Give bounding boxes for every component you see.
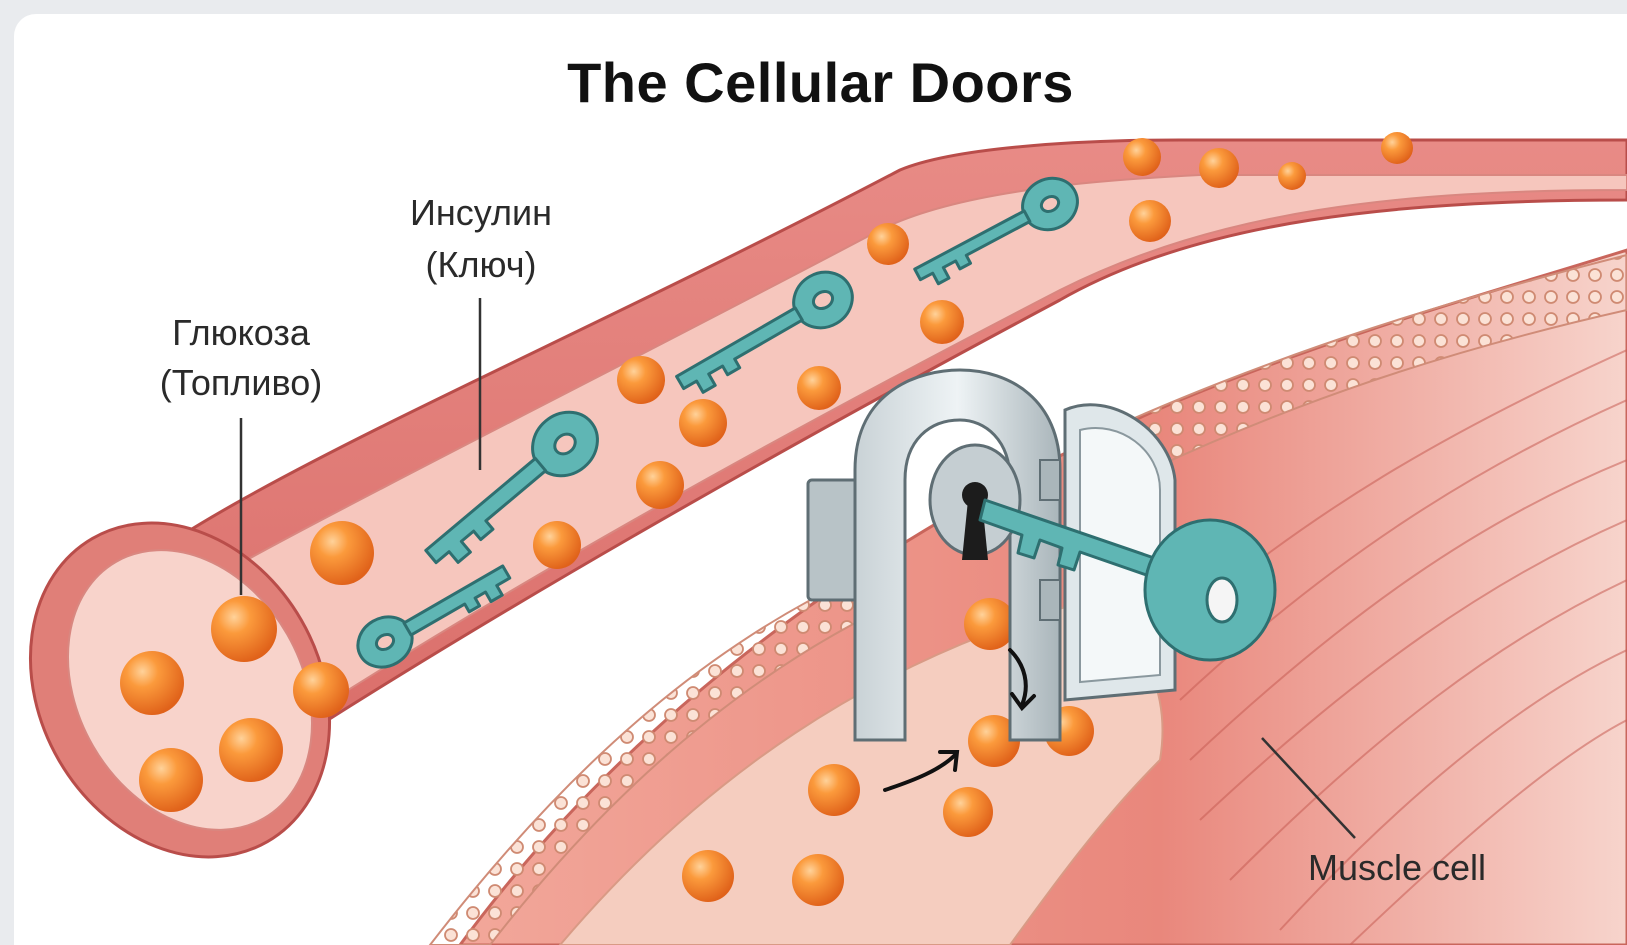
glucose-ball <box>120 651 184 715</box>
glucose-ball <box>1199 148 1239 188</box>
glucose-ball <box>211 596 277 662</box>
glucose-ball <box>1278 162 1306 190</box>
diagram-card: The Cellular Doors <box>14 14 1627 945</box>
glucose-ball <box>533 521 581 569</box>
glucose-ball <box>808 764 860 816</box>
glucose-ball <box>679 399 727 447</box>
insulin-label: Инсулин <box>410 192 552 233</box>
glucose-ball <box>682 850 734 902</box>
glucose-ball <box>1129 200 1171 242</box>
glucose-ball <box>797 366 841 410</box>
glucose-ball <box>310 521 374 585</box>
glucose-ball <box>1123 138 1161 176</box>
glucose-label: Глюкоза <box>172 312 311 353</box>
glucose-ball <box>920 300 964 344</box>
glucose-label-sub: (Топливо) <box>160 362 323 403</box>
muscle-cell-label: Muscle cell <box>1308 847 1486 888</box>
glucose-ball <box>219 718 283 782</box>
glucose-ball <box>636 461 684 509</box>
glucose-ball <box>617 356 665 404</box>
glucose-ball <box>964 598 1016 650</box>
insulin-label-sub: (Ключ) <box>426 244 537 285</box>
glucose-ball <box>293 662 349 718</box>
glucose-ball <box>1381 132 1413 164</box>
glucose-ball <box>792 854 844 906</box>
glucose-ball <box>943 787 993 837</box>
illustration: Глюкоза (Топливо) Инсулин (Ключ) Muscle … <box>14 14 1627 945</box>
glucose-ball <box>139 748 203 812</box>
glucose-ball <box>867 223 909 265</box>
